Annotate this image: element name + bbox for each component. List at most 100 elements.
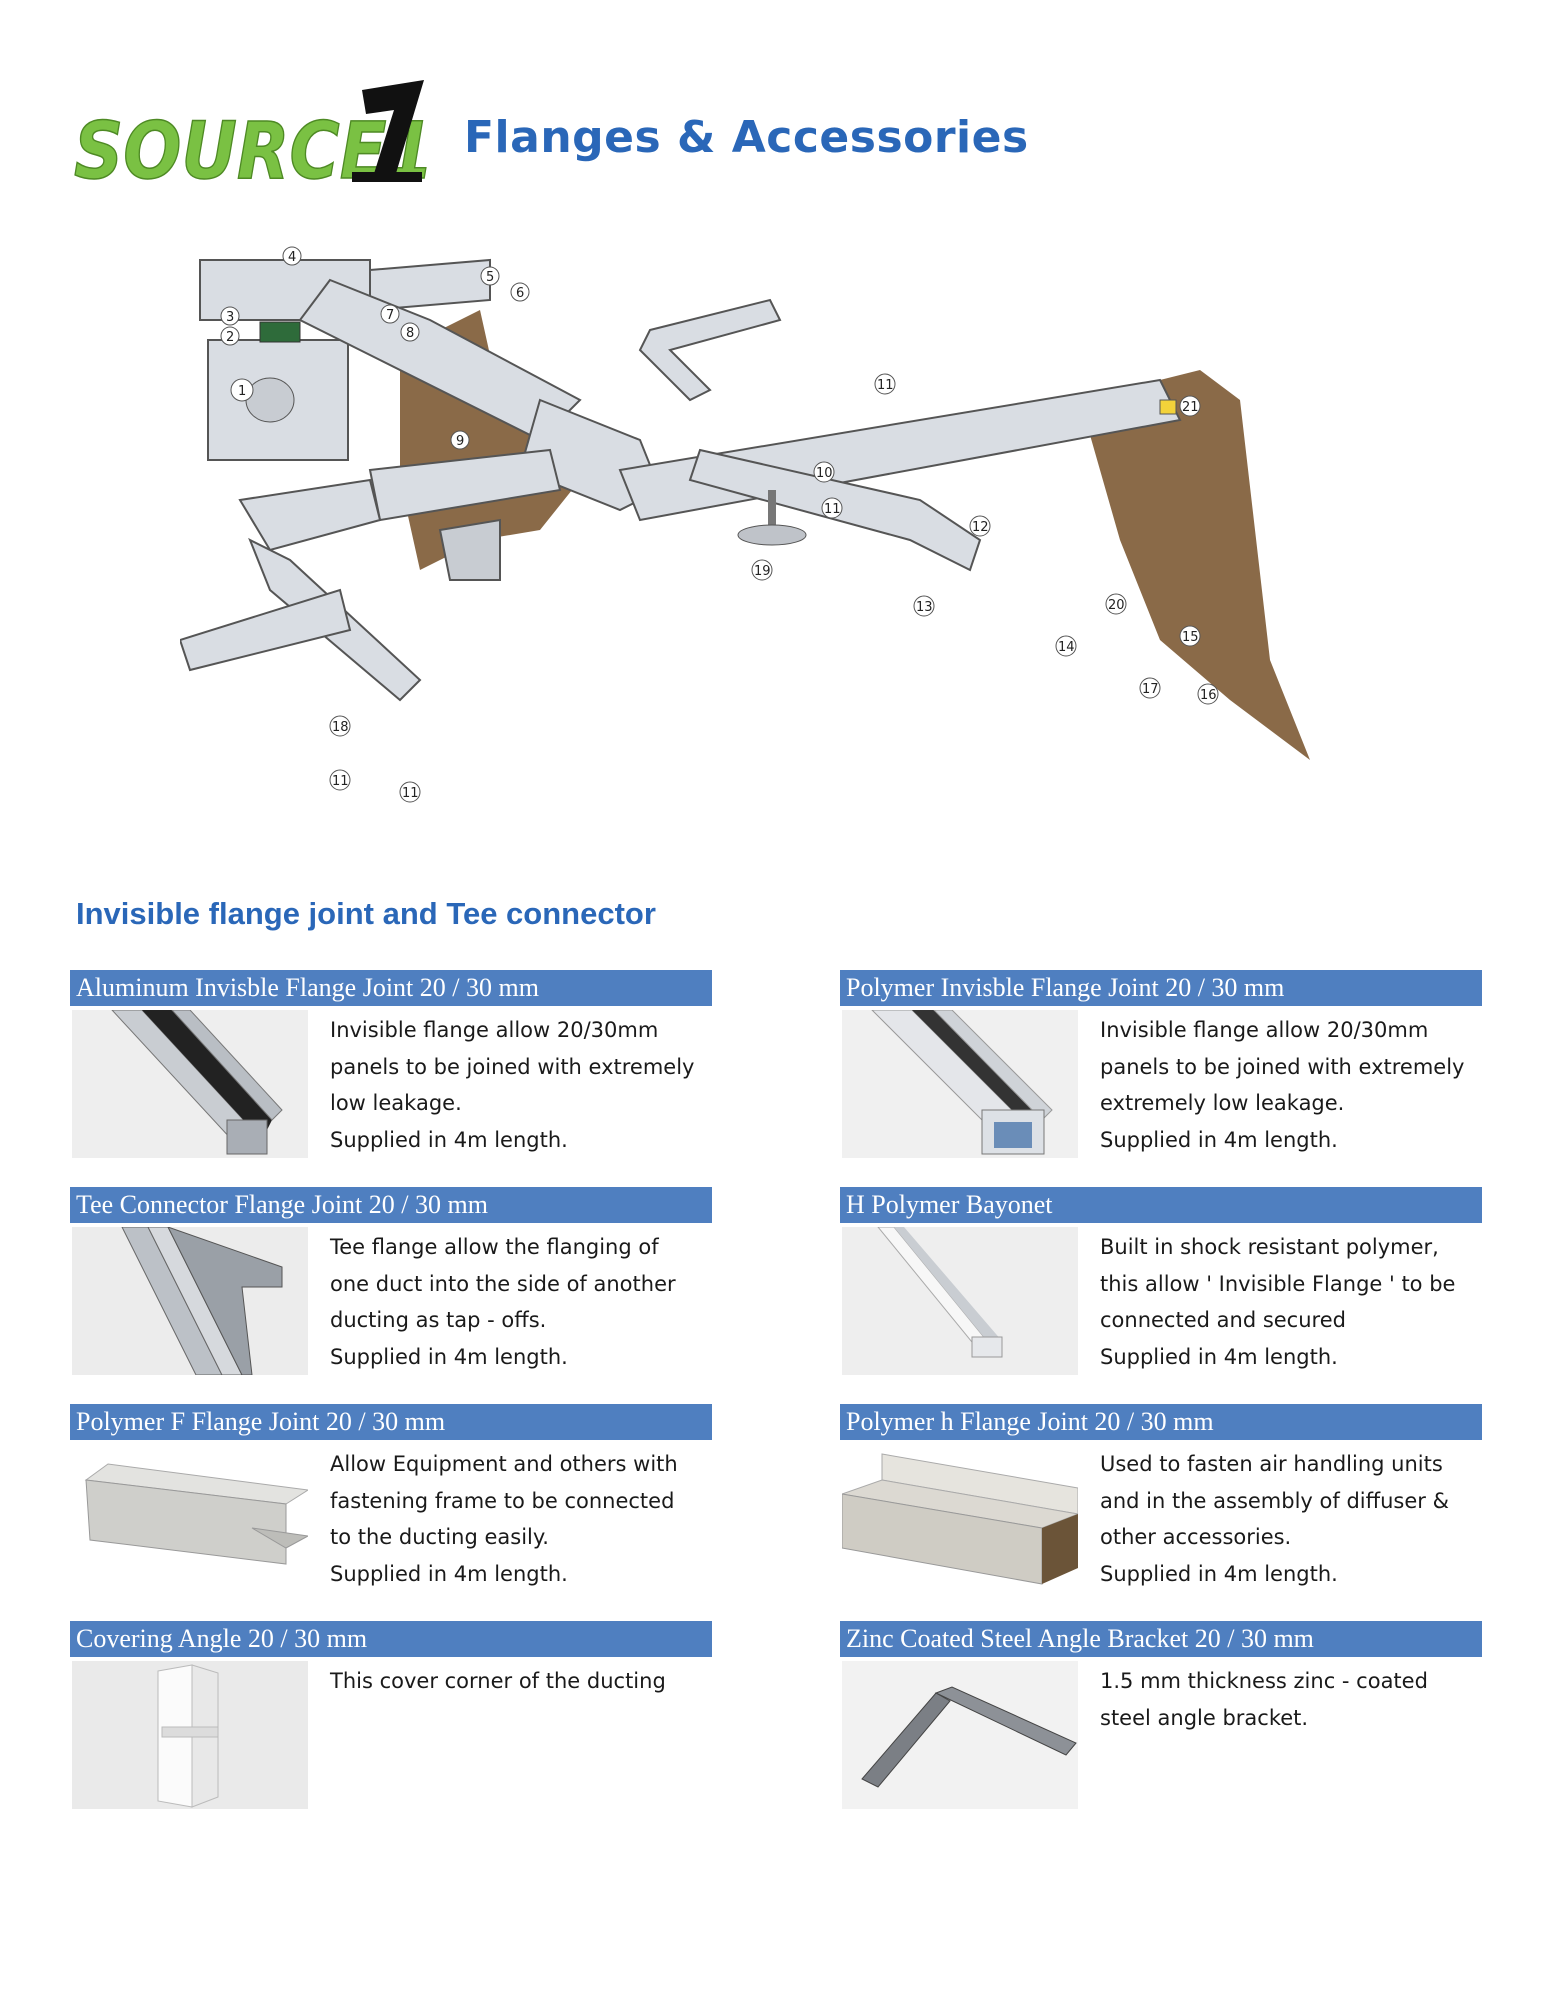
duct-system-diagram: 1 2 3 4 5 6 7 8 9 10 11 11 11 11 12 13 1…: [180, 246, 1310, 803]
card-description-line: Supplied in 4m length.: [330, 1561, 568, 1586]
diagram-label: 11: [824, 502, 841, 517]
card-title-bar: Covering Angle 20 / 30 mm: [70, 1621, 712, 1657]
card-description-line: other accessories.: [1100, 1525, 1292, 1549]
card-description-line: Supplied in 4m length.: [330, 1127, 568, 1152]
card-description-line: extremely low leakage.: [1100, 1091, 1345, 1115]
diagram-label: 8: [406, 326, 414, 341]
card-title-bar: Zinc Coated Steel Angle Bracket 20 / 30 …: [840, 1621, 1482, 1657]
card-description: Invisible flange allow 20/30mm panels to…: [330, 1012, 710, 1158]
header: SOURCE1 Flanges & Accessories: [72, 76, 1072, 186]
card-description-line: connected and secured: [1100, 1308, 1346, 1332]
page-title: Flanges & Accessories: [464, 112, 1029, 163]
card-title: Polymer h Flange Joint 20 / 30 mm: [846, 1407, 1214, 1436]
card-description: Built in shock resistant polymer, this a…: [1100, 1229, 1480, 1375]
diagram-label: 11: [332, 774, 349, 789]
card-description-line: Tee flange allow the flanging of: [330, 1235, 659, 1259]
diagram-label: 17: [1142, 682, 1159, 697]
diagram-label: 20: [1108, 598, 1125, 613]
diagram-label: 14: [1058, 640, 1075, 655]
diagram-label: 3: [226, 310, 234, 325]
card-description-line: Supplied in 4m length.: [1100, 1127, 1338, 1152]
product-card: Tee Connector Flange Joint 20 / 30 mm Te…: [70, 1187, 712, 1377]
card-title-bar: Aluminum Invisble Flange Joint 20 / 30 m…: [70, 970, 712, 1006]
card-title: Aluminum Invisble Flange Joint 20 / 30 m…: [76, 973, 539, 1002]
card-description-line: 1.5 mm thickness zinc - coated: [1100, 1669, 1428, 1693]
card-description-line: Invisible flange allow 20/30mm: [1100, 1018, 1429, 1042]
card-description-line: and in the assembly of diffuser &: [1100, 1488, 1449, 1513]
diagram-label: 1: [238, 384, 246, 399]
product-image: [842, 1444, 1078, 1592]
card-title-bar: Tee Connector Flange Joint 20 / 30 mm: [70, 1187, 712, 1223]
card-title: Polymer Invisble Flange Joint 20 / 30 mm: [846, 973, 1285, 1002]
product-card: Aluminum Invisble Flange Joint 20 / 30 m…: [70, 970, 712, 1160]
h-flange-profile-icon: [842, 1444, 1078, 1592]
card-description-line: Supplied in 4m length.: [1100, 1344, 1338, 1369]
product-image: [72, 1661, 308, 1809]
card-description-line: this allow ' Invisible Flange ' to be: [1100, 1271, 1456, 1296]
card-title: Polymer F Flange Joint 20 / 30 mm: [76, 1407, 446, 1436]
card-description: This cover corner of the ducting: [330, 1663, 710, 1700]
card-description-line: Supplied in 4m length.: [1100, 1561, 1338, 1586]
diagram-label: 19: [754, 564, 771, 579]
diagram-label: 12: [972, 520, 989, 535]
section-title: Invisible flange joint and Tee connector: [76, 896, 656, 931]
card-description-line: to the ducting easily.: [330, 1525, 549, 1549]
card-description: Invisible flange allow 20/30mm panels to…: [1100, 1012, 1480, 1158]
source1-logo: SOURCE1: [73, 80, 435, 186]
aluminum-flange-profile-icon: [72, 1010, 308, 1158]
logo-text: SOURCE1: [74, 107, 434, 186]
product-card: Zinc Coated Steel Angle Bracket 20 / 30 …: [840, 1621, 1482, 1811]
product-image: [842, 1010, 1078, 1158]
product-card: H Polymer Bayonet Built in shock resista…: [840, 1187, 1482, 1377]
card-description-line: panels to be joined with extremely: [1100, 1054, 1465, 1079]
card-description-line: fastening frame to be connected: [330, 1488, 675, 1513]
product-image: [842, 1661, 1078, 1809]
card-description-line: Supplied in 4m length.: [330, 1344, 568, 1369]
diagram-label: 21: [1182, 400, 1199, 415]
card-title: H Polymer Bayonet: [846, 1190, 1053, 1219]
product-image: [72, 1010, 308, 1158]
card-description: Allow Equipment and others with fastenin…: [330, 1446, 710, 1592]
diagram-label: 10: [816, 466, 833, 481]
card-description: 1.5 mm thickness zinc - coated steel ang…: [1100, 1663, 1480, 1736]
card-title-bar: Polymer F Flange Joint 20 / 30 mm: [70, 1404, 712, 1440]
card-description-line: Used to fasten air handling units: [1100, 1452, 1443, 1476]
diagram-label: 18: [332, 720, 349, 735]
card-description-line: Built in shock resistant polymer,: [1100, 1235, 1439, 1259]
diagram-label: 16: [1200, 688, 1217, 703]
diagram-label: 15: [1182, 630, 1199, 645]
card-description-line: Invisible flange allow 20/30mm: [330, 1018, 659, 1042]
card-description-line: panels to be joined with extremely: [330, 1054, 695, 1079]
diagram-label: 11: [877, 378, 894, 393]
product-card: Polymer F Flange Joint 20 / 30 mm Allow …: [70, 1404, 712, 1594]
card-title-bar: Polymer h Flange Joint 20 / 30 mm: [840, 1404, 1482, 1440]
diagram-label: 5: [486, 270, 494, 285]
diagram-label: 6: [516, 286, 524, 301]
card-description-line: ducting as tap - offs.: [330, 1308, 547, 1332]
card-description: Tee flange allow the flanging of one duc…: [330, 1229, 710, 1375]
product-image: [842, 1227, 1078, 1375]
product-image: [72, 1444, 308, 1592]
diagram-label: 4: [288, 250, 296, 265]
card-description-line: Allow Equipment and others with: [330, 1452, 678, 1476]
product-card: Polymer Invisble Flange Joint 20 / 30 mm…: [840, 970, 1482, 1160]
card-description-line: low leakage.: [330, 1091, 462, 1115]
card-description-line: steel angle bracket.: [1100, 1705, 1309, 1730]
diagram-label: 2: [226, 330, 234, 345]
covering-angle-profile-icon: [72, 1661, 308, 1809]
diagram-label: 13: [916, 600, 933, 615]
tee-connector-profile-icon: [72, 1227, 308, 1375]
polymer-flange-profile-icon: [842, 1010, 1078, 1158]
angle-bracket-profile-icon: [842, 1661, 1078, 1809]
card-title-bar: H Polymer Bayonet: [840, 1187, 1482, 1223]
card-title: Covering Angle 20 / 30 mm: [76, 1624, 368, 1653]
h-bayonet-profile-icon: [842, 1227, 1078, 1375]
card-title: Tee Connector Flange Joint 20 / 30 mm: [76, 1190, 488, 1219]
diagram-label: 9: [456, 434, 464, 449]
card-description: Used to fasten air handling units and in…: [1100, 1446, 1480, 1592]
product-card: Polymer h Flange Joint 20 / 30 mm Used t…: [840, 1404, 1482, 1594]
card-title: Zinc Coated Steel Angle Bracket 20 / 30 …: [846, 1624, 1314, 1653]
card-description-line: one duct into the side of another: [330, 1271, 676, 1296]
diagram-label: 11: [402, 786, 419, 801]
f-flange-profile-icon: [72, 1444, 308, 1592]
